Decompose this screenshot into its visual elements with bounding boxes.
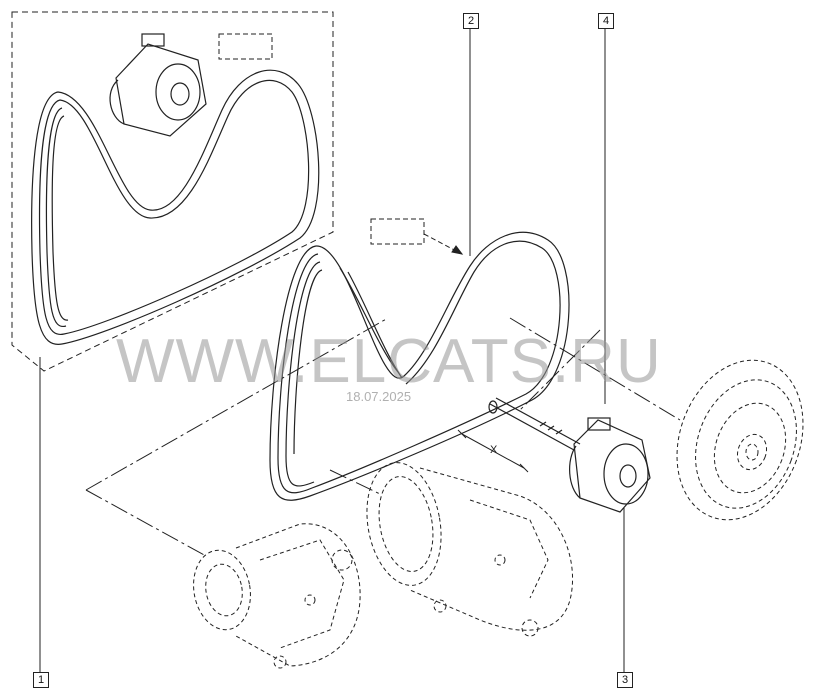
kit-tensioner-icon	[109, 33, 207, 137]
bolt-icon	[488, 397, 581, 451]
callout-4[interactable]: 4	[598, 13, 614, 29]
dimension-label: X	[490, 444, 498, 456]
callout-1[interactable]: 1	[33, 672, 49, 688]
dimension-x	[457, 429, 529, 473]
reference-box	[370, 218, 425, 245]
kit-belt-icon	[31, 69, 320, 345]
reference-box	[218, 33, 273, 60]
ribbed-belt-icon	[269, 231, 570, 501]
leader-lines	[85, 317, 681, 557]
tensioner-icon	[569, 417, 651, 513]
kit-frame	[11, 11, 334, 372]
callout-3[interactable]: 3	[617, 672, 633, 688]
callout-2[interactable]: 2	[463, 13, 479, 29]
watermark-text: WWW.ELCATS.RU	[116, 327, 662, 396]
alternator-icon	[193, 523, 361, 669]
watermark-date: 18.07.2025	[346, 389, 412, 404]
callout-leaders	[39, 27, 625, 672]
ac-compressor-icon	[366, 462, 574, 637]
crank-pulley-icon	[676, 359, 804, 521]
